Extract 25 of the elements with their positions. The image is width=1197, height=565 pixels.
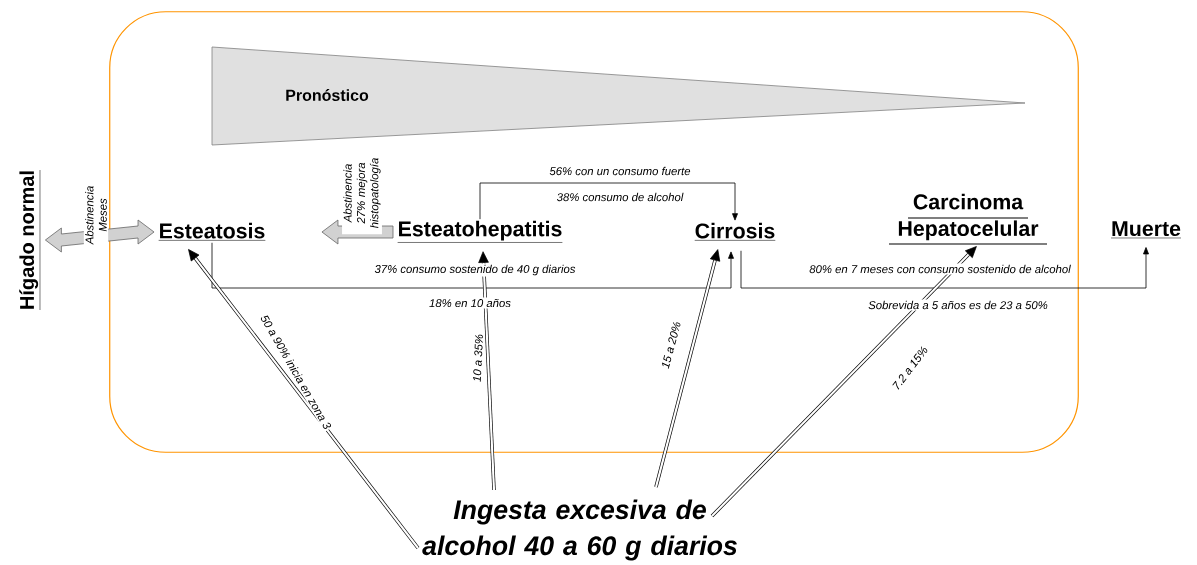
arrow	[740, 247, 1149, 289]
note-label: 18% en 10 años	[427, 297, 513, 309]
edge-label: 56% con un consumo fuerte	[548, 165, 692, 177]
note-label: 38% consumo de alcohol	[555, 191, 685, 203]
edge-label: 37% consumo sostenido de 40 g diarios	[373, 263, 577, 277]
edge-label: 10 a 35%	[471, 332, 485, 384]
stage-label: Muerte	[1110, 221, 1182, 239]
stage-label: Carcinoma Hepatocelular	[888, 193, 1048, 245]
arrow	[479, 182, 738, 221]
edge-label: Abstinencia 27% mejora histopatología	[342, 151, 382, 235]
stage-label: Cirrosis	[694, 222, 776, 241]
double-arrow	[188, 249, 420, 550]
double-arrow	[710, 246, 977, 518]
double-arrow	[654, 249, 721, 488]
double-arrow	[478, 251, 496, 491]
rounded-frame	[109, 11, 1079, 453]
edge-label: 80% en 7 meses con consumo sostenido de alcohol	[807, 263, 1073, 275]
edge-label: 15 a 20%	[659, 319, 683, 371]
edge-label: Abstinencia Meses	[83, 180, 109, 250]
stage-label: Hígado normal	[19, 169, 41, 311]
arrow	[211, 242, 734, 289]
note-label: Sobrevida a 5 años es de 23 a 50%	[866, 299, 1050, 311]
stage-label: Esteatosis	[158, 222, 266, 241]
cause-label: Ingesta excesiva de alcohol 40 a 60 g diarios	[422, 499, 737, 561]
stage-label: Esteatohepatitis	[397, 220, 563, 243]
